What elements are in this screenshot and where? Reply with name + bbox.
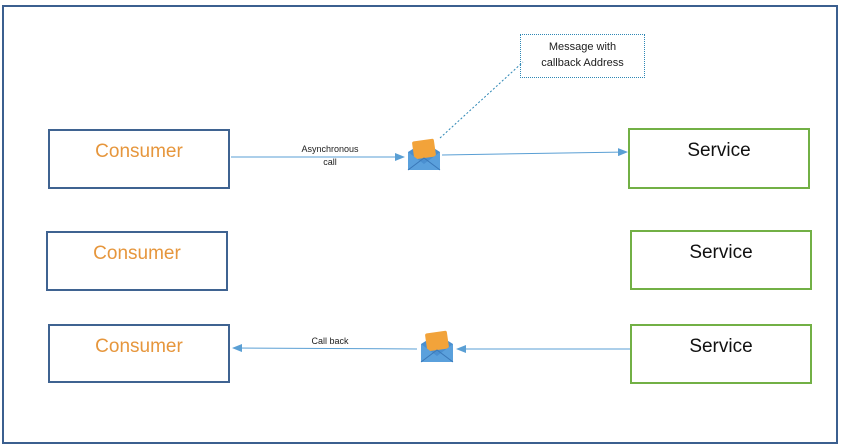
callback-label-text: Call back (311, 336, 349, 346)
service-label: Service (689, 242, 753, 263)
callback-label: Call back (300, 335, 360, 348)
service-label: Service (687, 140, 751, 161)
diagram-frame (2, 5, 838, 444)
consumer-box-1: Consumer (48, 129, 230, 189)
service-box-2: Service (630, 230, 812, 290)
callback-arrow (232, 344, 418, 353)
message-callout: Message with callback Address (520, 34, 645, 78)
consumer-label: Consumer (95, 141, 183, 162)
async-call-label-line1: Asynchronous (301, 144, 359, 154)
callout-line2: callback Address (541, 57, 624, 69)
service-label: Service (689, 336, 753, 357)
consumer-label: Consumer (93, 243, 181, 264)
async-call-label-line2: call (323, 157, 337, 167)
service-box-3: Service (630, 324, 812, 384)
consumer-box-2: Consumer (46, 231, 228, 291)
consumer-label: Consumer (95, 336, 183, 357)
consumer-box-3: Consumer (48, 324, 230, 383)
envelope-icon (420, 330, 454, 363)
service-box-1: Service (628, 128, 810, 189)
async-call-label: Asynchronous call (290, 143, 370, 169)
callout-line1: Message with (548, 41, 617, 53)
envelope-icon (407, 138, 441, 171)
message-to-service-arrow (441, 148, 628, 157)
callout-connector (439, 61, 524, 139)
